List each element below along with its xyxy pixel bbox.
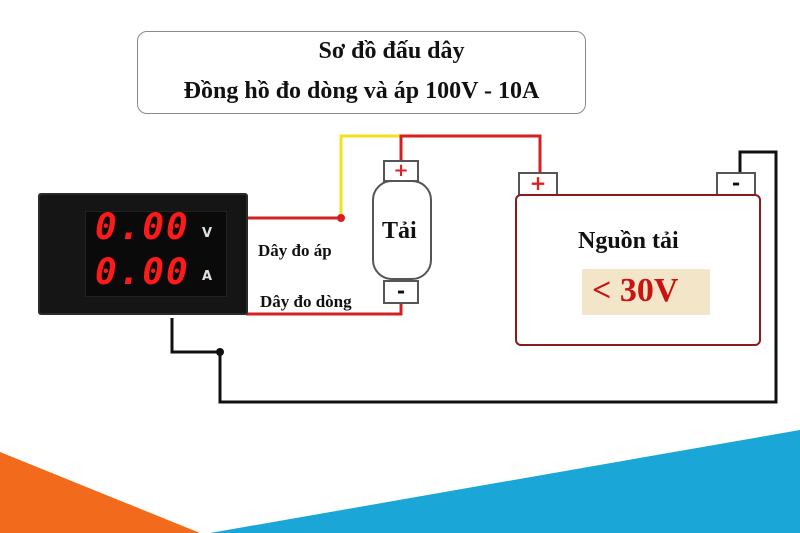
voltage-reading: 0.00	[95, 207, 190, 248]
current-unit: A	[202, 269, 213, 284]
load-label: Tải	[382, 218, 417, 244]
load-minus-terminal: -	[383, 280, 419, 304]
load-body	[372, 180, 432, 280]
meter-display	[85, 211, 227, 297]
current-wire-label: Dây đo dòng	[260, 292, 352, 311]
junction-dot-red	[337, 214, 345, 222]
source-plus-terminal: +	[518, 172, 558, 196]
voltmeter-ammeter	[38, 193, 248, 315]
source-minus-terminal: -	[716, 172, 756, 196]
black-wire-ground	[170, 150, 778, 404]
junction-dot-black	[216, 348, 224, 356]
title-line-2: Đồng hồ đo dòng và áp 100V - 10A	[183, 78, 540, 104]
red-wire-load-to-source	[399, 134, 542, 173]
source-label: Nguồn tải	[578, 228, 679, 254]
voltage-badge	[582, 269, 710, 315]
blue-band	[210, 430, 800, 533]
orange-band	[0, 452, 200, 533]
source-voltage: < 30V	[592, 272, 679, 309]
red-wire-current	[246, 302, 403, 316]
voltage-unit: V	[202, 226, 213, 241]
title-line-1: Sơ đồ đấu dây	[318, 38, 465, 64]
title-box: Sơ đồ đấu dây Đồng hồ đo dòng và áp 100V…	[137, 31, 586, 114]
current-reading: 0.00	[95, 252, 190, 293]
load-plus-terminal: +	[383, 160, 419, 182]
voltage-wire-label: Dây đo áp	[258, 241, 332, 260]
